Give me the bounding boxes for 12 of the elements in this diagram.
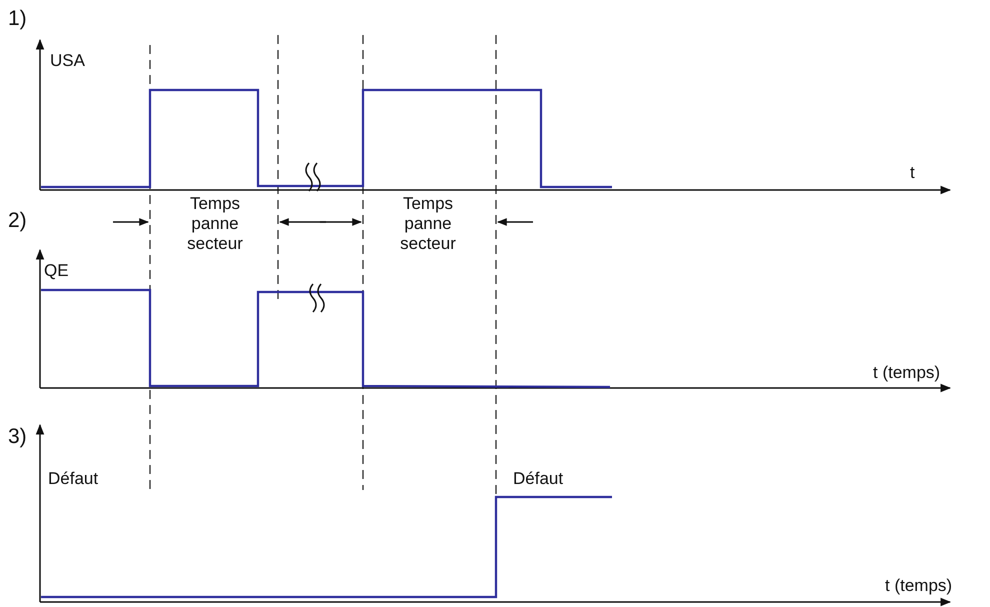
duration-label: Temps panne secteur — [399, 194, 457, 254]
axis-label: t — [910, 162, 915, 183]
state-label: Défaut — [513, 468, 564, 489]
panel-number: 1) — [8, 8, 27, 29]
panel-number: 3) — [8, 426, 27, 447]
state-label: Défaut — [48, 468, 98, 489]
axis-label: USA — [50, 50, 85, 71]
axis-label: t (temps) — [873, 362, 940, 383]
panel-number: 2) — [8, 210, 27, 231]
axis-label: t (temps) — [885, 575, 952, 596]
axis-label: QE — [44, 260, 69, 281]
duration-label: Temps panne secteur — [186, 194, 244, 254]
